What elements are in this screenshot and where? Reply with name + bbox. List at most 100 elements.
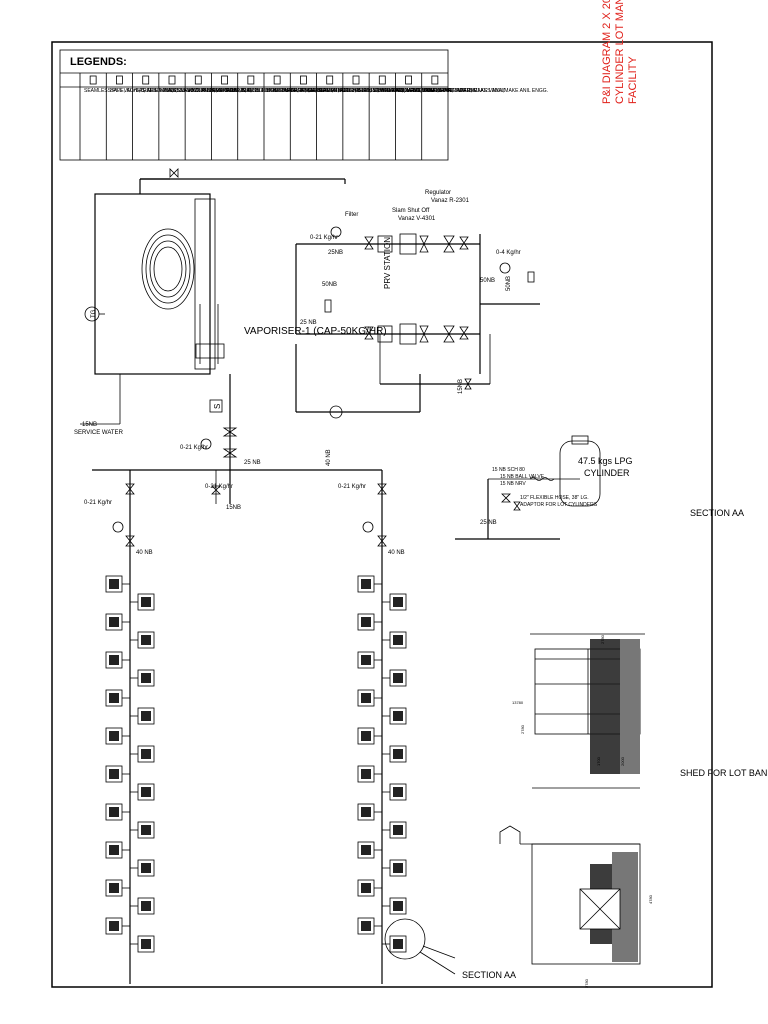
ball-valve-icon <box>459 236 469 250</box>
cylinder-fill <box>109 769 119 779</box>
vaporiser-pg-range: 0-21 Kg/hr <box>180 445 208 451</box>
ball-valve-icon <box>222 448 238 458</box>
cylinder-fill <box>393 787 403 797</box>
prv-slam-label-1: Slam Shut Off <box>392 208 430 214</box>
manifold-pg-range-right: 0-21 Kg/hr <box>338 484 366 490</box>
manifold-header-size: 40 NB <box>326 449 332 466</box>
service-water-size: 15NB <box>82 422 97 428</box>
section-cylinder-line-1: 47.5 kgs LPG <box>578 456 633 466</box>
legend-item-text: SLAM SHUT OFF VALVE, V4301, SIZE 25 THRE… <box>347 88 505 94</box>
title-line-2: CYLINDER LOT MANIFOLD <box>614 0 626 104</box>
cylinder-fill <box>361 883 371 893</box>
flexible-hose-icon <box>247 75 255 85</box>
solenoid-tag: S <box>213 404 222 409</box>
prv-out-size: 50NB <box>480 278 495 284</box>
cylinder-fill <box>393 901 403 911</box>
legend-item-text: EXCESS FLOW VALVE, SIZE 15 NB, WITH ISOL… <box>163 88 351 94</box>
cylinder-fill <box>141 787 151 797</box>
manifold: 40 NB 15NB 0-21 Kg/hr 0-21 Kg/hr 0-21 Kg… <box>84 449 516 984</box>
tg-tag: TG <box>91 309 97 318</box>
pressure-regulator-icon <box>443 235 455 253</box>
relief-valve-icon <box>324 299 332 313</box>
cylinder-fill <box>109 921 119 931</box>
legend-title: LEGENDS: <box>70 56 127 68</box>
prv-out-size-2: 50NB <box>506 276 512 291</box>
shed-dim-3: 1700 <box>596 756 601 766</box>
cylinder-fill <box>141 939 151 949</box>
legend-item-text: PRESSURE REGULATOR R2301, SIZE 25 THREAD… <box>294 88 454 94</box>
legend-item-text: FLEXIBLE HOSE MAKE : FYXLE SIZE 1/2 INCH… <box>242 88 406 94</box>
ball-valve-icon <box>222 427 238 437</box>
section-note-2: 15 NB BALL VALVE <box>500 474 545 480</box>
prv-pg-in-range: 0-21 Kg/hr <box>310 235 338 241</box>
shed-label: SHED FOR LOT BANK <box>680 768 768 778</box>
ball-valve-icon <box>364 326 374 340</box>
shed-dim-4: 2000 <box>620 756 625 766</box>
prv-header-size: 50NB <box>322 282 337 288</box>
legend-item-text: STRAINER 25NB,CLASS 150# MAKE PAMA <box>137 88 238 94</box>
shed-foundation-hatch <box>620 639 640 774</box>
cylinder-fill <box>141 825 151 835</box>
cylinder-fill <box>393 863 403 873</box>
prv-filter-label: Filter <box>345 212 358 218</box>
manifold-size-left: 40 NB <box>136 550 153 556</box>
prv-pg-out-range: 0-4 Kg/hr <box>496 250 521 256</box>
section-aa-label: SECTION AA <box>690 508 744 518</box>
pipe-line-icon <box>89 75 97 85</box>
cylinder-fill <box>141 863 151 873</box>
cylinder-fill <box>141 635 151 645</box>
ball-valve-icon <box>501 493 511 503</box>
rotated-drawing: SEAMLESS PIPE, SCH 40, SIZE 50NB, 25NB A… <box>59 0 768 988</box>
pressure-switch-icon <box>431 75 439 85</box>
cylinder-fill <box>361 579 371 589</box>
cylinder-fill <box>393 711 403 721</box>
service-water-label: SERVICE WATER <box>74 430 124 436</box>
solenoid-valve-icon <box>209 399 223 413</box>
cylinder-fill <box>393 673 403 683</box>
filter-icon <box>377 235 393 253</box>
ball-valve-icon <box>459 326 469 340</box>
drawing-border <box>51 41 713 988</box>
cylinder-fill <box>109 845 119 855</box>
cylinder-fill <box>141 901 151 911</box>
cylinder-fill <box>361 921 371 931</box>
shed-dim-6: 2780 <box>584 978 589 988</box>
solenoid-valve-icon <box>405 75 412 85</box>
section-note-4: 1/2" FLEXIBLE HOSE, 38" LG. <box>520 495 589 501</box>
legend-item-text: FILTER, F3103, SIZE 25 THREADED, MAKE VA… <box>321 88 439 94</box>
prv-regulator-label-2: Vanaz R-2301 <box>431 198 470 204</box>
slam-shut-valve-icon <box>399 323 417 345</box>
cylinder-fill <box>141 597 151 607</box>
prv-in-size: 25NB <box>328 250 343 256</box>
cylinder-fill <box>141 673 151 683</box>
cylinder-fill <box>361 769 371 779</box>
vaporiser-label: VAPORISER-1 (CAP-50KG/HR) <box>244 326 387 337</box>
ball-valve-icon <box>169 168 179 178</box>
section-note-3: 15 NB NRV <box>500 481 526 487</box>
prv-station: PRV STATION Filter Slam Shut Off Vanaz V… <box>295 190 540 419</box>
ball-valve-icon <box>377 483 387 495</box>
ball-valve-icon <box>211 485 221 495</box>
cylinder-fill <box>361 807 371 817</box>
shed-dim-5: 2780 <box>600 634 605 644</box>
cylinder-fill <box>393 749 403 759</box>
pressure-gauge-icon <box>273 75 281 85</box>
cylinder-fill <box>109 693 119 703</box>
prv-line-size: 25 NB <box>300 320 317 326</box>
legend-item-text: LOT ADAPTOR, SIZE 15 NB THREADED, MAKE U… <box>215 88 345 94</box>
ball-valve-icon <box>364 236 374 250</box>
section-note-5: ADAPTOR FOR LOT CYLINDERS <box>520 502 598 508</box>
vaporiser-size-25: 25 NB <box>244 460 261 466</box>
shed-dim-1: 13780 <box>512 700 524 705</box>
legend-item-text: VAPORIZER, CAPACITY 50KG/HR, SIZE 25 CLA… <box>373 88 548 94</box>
cylinder-fill <box>361 693 371 703</box>
pressure-gauge-icon <box>499 262 511 274</box>
ball-valve-icon <box>116 75 123 85</box>
pressure-regulator-icon <box>300 75 307 85</box>
flexible-hose-icon <box>529 477 555 481</box>
filter-icon <box>326 75 334 85</box>
cylinder-fill <box>361 845 371 855</box>
vaporiser-coil-icon <box>141 228 195 310</box>
cylinder-fill <box>109 655 119 665</box>
